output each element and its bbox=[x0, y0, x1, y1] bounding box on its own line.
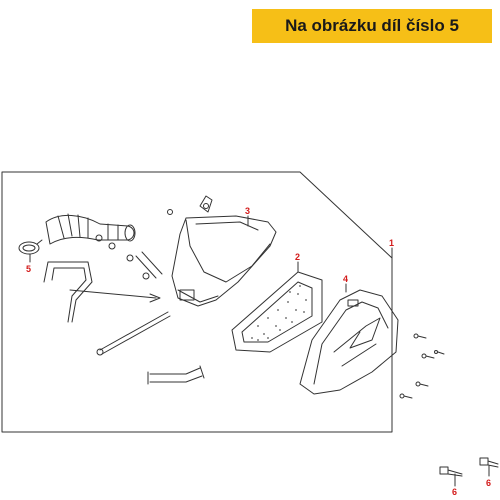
callout-part-1: 1 bbox=[389, 238, 394, 248]
callout-part-5: 5 bbox=[26, 264, 31, 274]
pointer-arrow bbox=[69, 289, 157, 299]
airbox-case bbox=[171, 195, 277, 307]
bolt-part-6-right bbox=[479, 457, 499, 468]
small-fittings bbox=[95, 203, 209, 280]
banner-text: Na obrázku díl číslo 5 bbox=[285, 16, 459, 35]
breather-pipe bbox=[43, 261, 93, 323]
highlight-banner: Na obrázku díl číslo 5 bbox=[252, 9, 492, 43]
callout-part-3: 3 bbox=[245, 206, 250, 216]
lower-pipe bbox=[147, 365, 205, 385]
callout-part-6-left: 6 bbox=[452, 487, 457, 497]
rod bbox=[99, 311, 171, 355]
filter-dots bbox=[251, 285, 307, 341]
assembly-frame bbox=[1, 171, 393, 433]
intake-hose bbox=[45, 213, 136, 245]
callout-part-4: 4 bbox=[343, 274, 348, 284]
rod-end bbox=[96, 348, 104, 356]
callout-part-2: 2 bbox=[295, 252, 300, 262]
callout-part-6-right: 6 bbox=[486, 478, 491, 488]
short-hose bbox=[135, 251, 163, 279]
filter-element bbox=[231, 271, 323, 353]
clamp-part-5 bbox=[18, 239, 43, 255]
bolt-part-6-left bbox=[439, 466, 463, 477]
cover-screws bbox=[399, 333, 445, 399]
leader-lines bbox=[29, 215, 490, 487]
airbox-cover bbox=[299, 289, 399, 395]
